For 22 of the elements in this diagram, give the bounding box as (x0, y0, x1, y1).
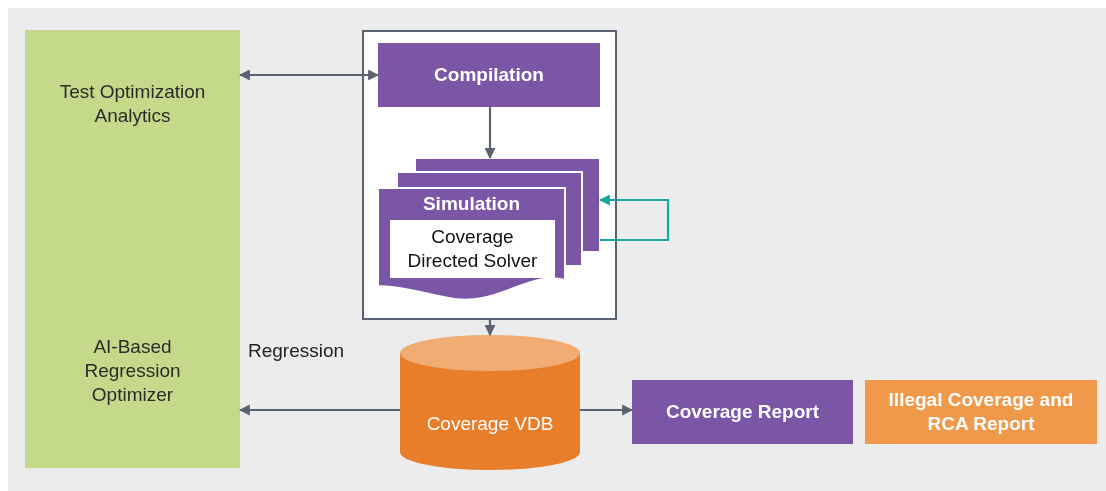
node-label: Coverage Directed Solver (406, 225, 539, 273)
node-label: Compilation (433, 63, 545, 87)
process-box (378, 43, 600, 107)
arrow (580, 404, 634, 416)
panel-text: AI-Based Regression Optimizer (83, 335, 182, 407)
database-cylinder (400, 335, 580, 470)
report-box (632, 380, 853, 444)
arrow (598, 194, 670, 242)
annotation-text: Regression (248, 340, 345, 362)
node-label: Illegal Coverage and RCA Report (887, 388, 1075, 436)
arrow (484, 320, 496, 337)
node-label: Coverage VDB (425, 412, 555, 436)
arrow (484, 107, 496, 160)
node-label: Coverage Report (664, 400, 821, 424)
solver-box (390, 220, 555, 278)
arrow (238, 69, 380, 81)
panel-text: Test Optimization Analytics (58, 80, 207, 128)
arrow (238, 404, 400, 416)
frame-box (362, 30, 617, 320)
report-box (865, 380, 1097, 444)
side-panel (25, 30, 240, 468)
node-label: Simulation (421, 192, 522, 216)
